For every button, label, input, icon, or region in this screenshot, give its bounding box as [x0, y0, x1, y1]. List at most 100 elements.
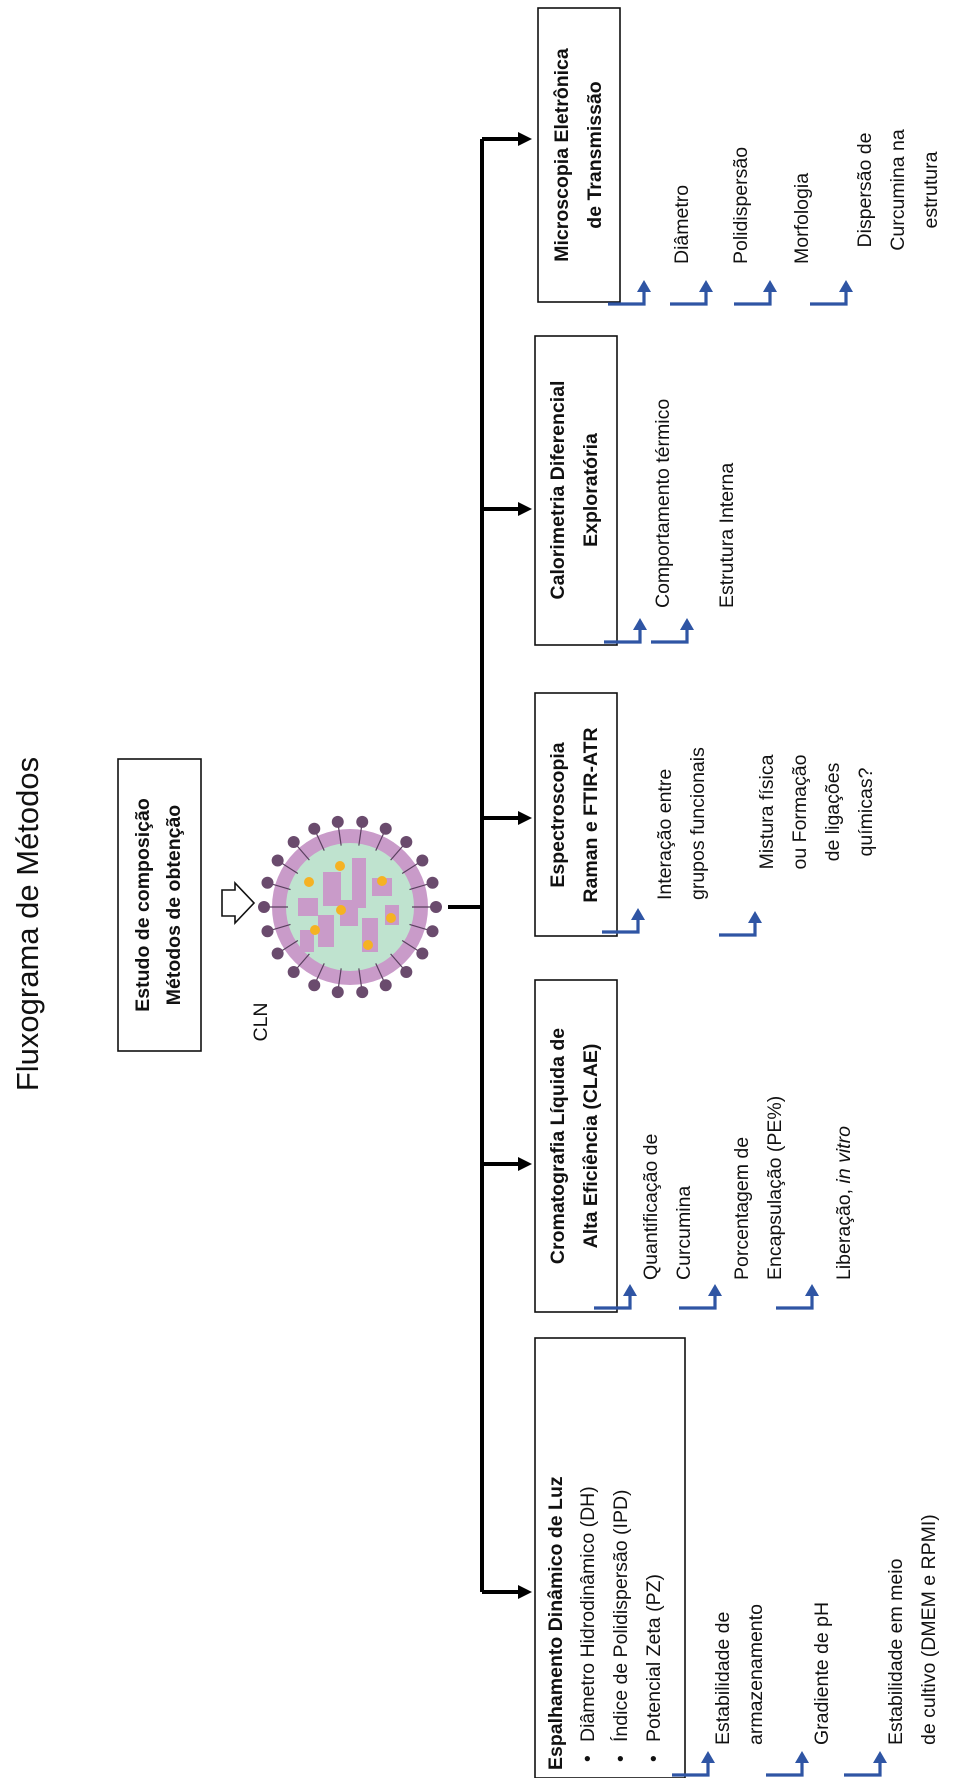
raman-item-mixture-line1: Mistura física	[756, 754, 778, 869]
bullet-dot: •	[643, 1755, 665, 1762]
blue-arrow-icon	[604, 618, 647, 644]
curcumin-dot	[310, 925, 320, 935]
tem-item-diameter: Diâmetro	[608, 185, 693, 306]
study-box: Estudo de composição Métodos de obtenção	[117, 758, 202, 1052]
blue-arrow-icon	[719, 911, 762, 937]
dls-bullet-dh: Diâmetro Hidrodinâmico (DH)	[577, 1486, 599, 1742]
method-clae-title-line1: Cromatografia Líquida de	[547, 1028, 569, 1264]
surfactant-head	[430, 901, 442, 913]
curcumin-dot	[335, 861, 345, 871]
surfactant-head	[308, 979, 321, 992]
dsc-item-internal-line1: Estrutura Interna	[716, 463, 738, 608]
blue-arrow-icon	[602, 908, 645, 934]
surfactant-head	[379, 822, 392, 835]
blue-arrow-icon	[810, 280, 853, 306]
branch-arrow-tem	[482, 132, 532, 146]
clae-item-release: Liberação, in vitro	[776, 1126, 855, 1310]
clae-item-quant: Quantificação de Curcumina	[594, 1134, 695, 1310]
dls-item-storage-line1: Estabilidade de	[712, 1612, 734, 1745]
dls-item-storage-line2: armazenamento	[745, 1604, 767, 1745]
branch-arrow-raman	[482, 811, 532, 825]
particle-label: CLN	[250, 1002, 272, 1041]
surfactant-head	[261, 925, 274, 938]
surfactant-head	[308, 822, 321, 835]
method-tem-title-line1: Microscopia Eletrônica	[551, 48, 573, 262]
tem-item-morphology-line1: Morfologia	[791, 173, 813, 264]
method-raman: Espectroscopia Raman e FTIR-ATR	[534, 692, 618, 937]
tem-item-morphology: Morfologia	[734, 173, 813, 306]
clae-item-pe-line1: Porcentagem de	[731, 1137, 753, 1280]
raman-item-interaction-line1: Interação entre	[654, 769, 676, 900]
dls-item-culture-line1: Estabilidade em meio	[885, 1558, 907, 1745]
blue-arrow-icon	[734, 280, 777, 306]
method-raman-title-line1: Espectroscopia	[547, 742, 569, 887]
surfactant-head	[416, 854, 429, 867]
blue-arrow-icon	[844, 1751, 887, 1777]
branch-arrow-dsc	[482, 502, 532, 516]
raman-item-interaction: Interação entre grupos funcionais	[602, 747, 709, 934]
tem-item-polydispersion: Polidispersão	[670, 147, 752, 306]
surfactant-head	[356, 986, 369, 999]
method-tem: Microscopia Eletrônica de Transmissão	[537, 7, 621, 303]
study-box-line2: Métodos de obtenção	[163, 805, 185, 1006]
method-raman-title-line2: Raman e FTIR-ATR	[580, 727, 602, 902]
surfactant-head	[356, 815, 369, 828]
surfactant-head	[261, 876, 274, 889]
surfactant-head	[287, 965, 300, 978]
surfactant-head	[426, 876, 439, 889]
method-clae: Cromatografia Líquida de Alta Eficiência…	[534, 979, 618, 1313]
branch-arrow-dls	[482, 1585, 532, 1599]
tem-item-curcumin-line2: Curcumina na	[887, 129, 909, 251]
curcumin-dot	[363, 940, 373, 950]
dls-bullet-ipd: Índice de Polidispersão (IPD)	[609, 1489, 632, 1742]
dsc-item-thermal: Comportamento térmico	[604, 399, 674, 644]
surfactant-head	[271, 854, 284, 867]
surfactant-head	[331, 815, 344, 828]
dls-item-storage: Estabilidade de armazenamento	[672, 1604, 767, 1777]
dls-bullet-pz: Potencial Zeta (PZ)	[643, 1574, 665, 1742]
dls-item-culture: Estabilidade em meio de cultivo (DMEM e …	[844, 1514, 940, 1777]
surfactant-head	[400, 965, 413, 978]
release-label: Liberação,	[833, 1184, 855, 1280]
surfactant-head	[271, 947, 284, 960]
tem-item-curcumin-line3: estrutura	[920, 151, 942, 228]
hollow-arrow-icon	[221, 880, 256, 926]
curcumin-dot	[386, 913, 396, 923]
curcumin-dot	[304, 877, 314, 887]
method-dsc-title-line2: Exploratória	[580, 433, 602, 547]
tem-item-polydispersion-line1: Polidispersão	[730, 147, 752, 264]
dsc-item-internal: Estrutura Interna	[651, 463, 738, 644]
bullet-dot: •	[610, 1755, 632, 1762]
blue-arrow-icon	[776, 1284, 819, 1310]
curcumin-dot	[336, 905, 346, 915]
surfactant-head	[400, 836, 413, 849]
clae-item-quant-line1: Quantificação de	[640, 1134, 662, 1280]
in-vitro-label: in vitro	[833, 1126, 855, 1184]
tem-item-curcumin-dispersion: Dispersão de Curcumina na estrutura	[810, 129, 942, 306]
raman-item-mixture: Mistura física ou Formação de ligações q…	[719, 754, 877, 937]
bullet-dot: •	[577, 1755, 599, 1762]
raman-item-mixture-line2: ou Formação	[789, 754, 811, 869]
surfactant-head	[331, 986, 344, 999]
blue-arrow-icon	[594, 1284, 637, 1310]
clae-item-pe: Porcentagem de Encapsulação (PE%)	[679, 1096, 786, 1310]
blue-arrow-icon	[766, 1751, 809, 1777]
raman-item-mixture-line3: de ligações	[822, 762, 844, 861]
method-clae-title-line2: Alta Eficiência (CLAE)	[580, 1044, 602, 1249]
study-box-line1: Estudo de composição	[132, 798, 154, 1012]
method-dls: Espalhamento Dinâmico de Luz • • • Diâme…	[534, 1337, 686, 1778]
surfactant-head	[258, 901, 270, 913]
raman-item-interaction-line2: grupos funcionais	[687, 747, 709, 900]
tem-item-curcumin-line1: Dispersão de	[854, 133, 876, 248]
dsc-item-thermal-line1: Comportamento térmico	[652, 399, 674, 608]
method-tem-title-line2: de Transmissão	[584, 81, 606, 228]
surfactant-head	[287, 836, 300, 849]
surfactant-head	[416, 947, 429, 960]
clae-item-quant-line2: Curcumina	[673, 1186, 695, 1280]
nanoparticle-icon	[258, 815, 442, 999]
raman-item-mixture-line4: químicas?	[855, 767, 877, 856]
branch-arrows	[482, 132, 532, 1599]
clae-item-release-text: Liberação, in vitro	[833, 1126, 855, 1280]
blue-arrow-icon	[670, 280, 713, 306]
method-dls-title: Espalhamento Dinâmico de Luz	[545, 1476, 567, 1770]
